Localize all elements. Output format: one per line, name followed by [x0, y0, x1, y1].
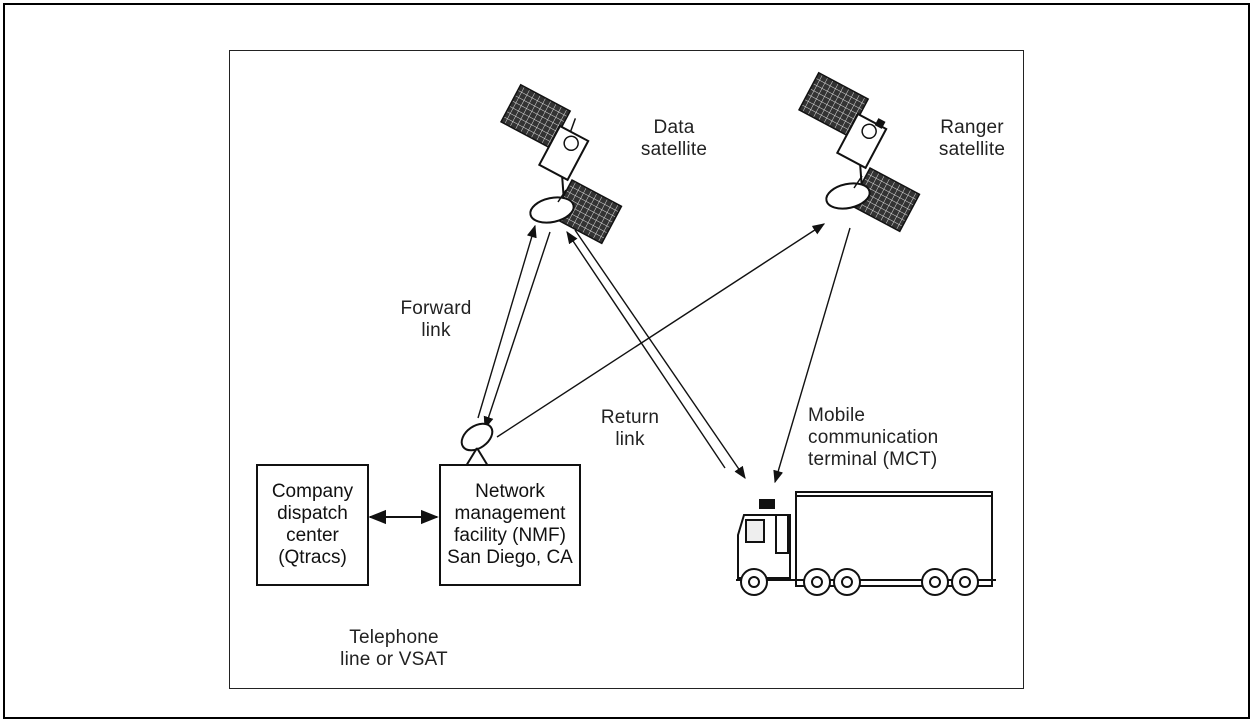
dispatch-center-text: Company dispatch center (Qtracs) [272, 481, 353, 569]
nmf-text: Network management facility (NMF) San Di… [447, 481, 573, 569]
dispatch-center-box: Company dispatch center (Qtracs) [256, 464, 369, 586]
mct-label: Mobile communication terminal (MCT) [808, 405, 978, 471]
ranger-satellite-label: Ranger satellite [922, 117, 1022, 161]
forward-link-arrows [478, 226, 550, 428]
return-link-label: Return link [585, 407, 675, 451]
forward-link-label: Forward link [386, 298, 486, 342]
telephone-label: Telephone line or VSAT [324, 627, 464, 671]
ranger-uplink-arrow [497, 224, 824, 437]
dish-antenna-icon [457, 418, 497, 466]
data-satellite-label: Data satellite [624, 117, 724, 161]
truck-icon [736, 492, 996, 595]
data-satellite-icon [473, 85, 650, 244]
nmf-box: Network management facility (NMF) San Di… [439, 464, 581, 586]
